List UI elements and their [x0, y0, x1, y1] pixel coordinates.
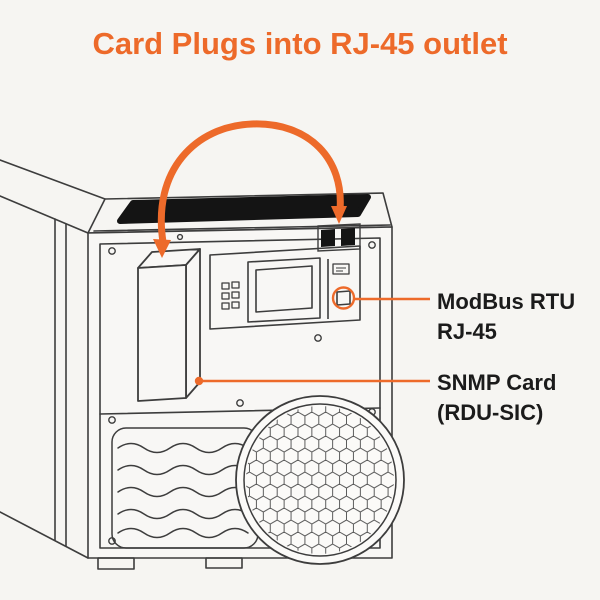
rj45-outlets [317, 223, 361, 252]
arrow-curve [157, 120, 344, 246]
coil-wave [117, 508, 249, 520]
display-screen [255, 265, 313, 313]
coil-wave [117, 486, 249, 498]
foot [97, 557, 135, 570]
screw-icon [368, 241, 376, 249]
snmp-card [137, 248, 201, 402]
snmp-callout-line2: (RDU-SIC) [437, 400, 544, 425]
screw-icon [176, 233, 184, 241]
top-rim-line [93, 224, 391, 232]
screw-icon [108, 416, 116, 424]
card-side-face [185, 248, 201, 399]
top-back-edge [0, 159, 106, 200]
control-panel [209, 245, 361, 330]
coil-wave [117, 442, 249, 454]
diagram-title: Card Plugs into RJ-45 outlet [92, 26, 508, 61]
side-bottom-edge [0, 511, 89, 559]
screw-icon [236, 399, 244, 407]
arrowhead-left-icon [153, 239, 171, 258]
fan-grille [235, 395, 405, 565]
rj45-port-icon [341, 228, 355, 246]
snmp-callout-line1: SNMP Card [437, 370, 557, 395]
grille-inner-ring [243, 403, 397, 557]
orange-arrow [153, 120, 347, 258]
front-inner-frame [99, 237, 381, 549]
modbus-callout-line1: ModBus RTU [437, 289, 576, 314]
screw-icon [314, 334, 322, 342]
card-front-face [137, 264, 187, 402]
modbus-callout-line2: RJ-45 [437, 319, 497, 344]
panel-button [221, 282, 230, 290]
top-vent-slot [117, 194, 371, 224]
side-top-edge [0, 195, 89, 234]
panel-button [231, 281, 240, 289]
modbus-callout: ModBus RTU RJ-45 [437, 287, 575, 347]
panel-button [221, 302, 230, 310]
panel-buttons [221, 281, 240, 310]
rj45-port-icon [321, 229, 335, 247]
coil-wave [117, 464, 249, 476]
panel-label-lines [336, 267, 346, 272]
callout-leaders [194, 286, 430, 386]
panel-button [231, 291, 240, 299]
panel-button [221, 292, 230, 300]
coil-wave [117, 527, 249, 539]
panel-label-plate [332, 263, 350, 275]
snmp-callout: SNMP Card (RDU-SIC) [437, 368, 556, 428]
panel-button [231, 301, 240, 309]
screw-icon [108, 247, 116, 255]
foot [205, 557, 243, 569]
arrowhead-right-icon [331, 206, 347, 224]
outlet-cutout [317, 223, 361, 252]
panel-rj45-jack [336, 290, 351, 306]
hex-mesh [246, 406, 394, 554]
